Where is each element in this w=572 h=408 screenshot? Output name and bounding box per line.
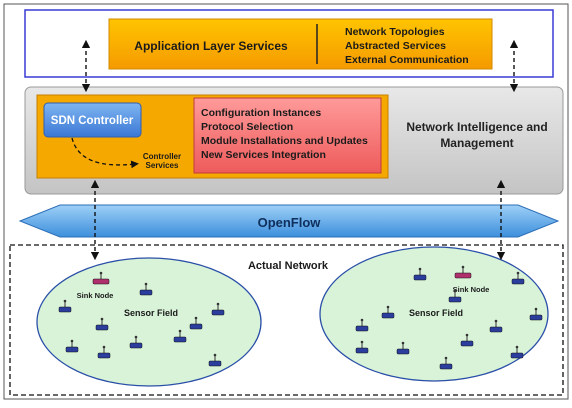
- controller-services-label-1: Controller: [143, 152, 181, 161]
- sensor-field-label-right: Sensor Field: [409, 308, 463, 318]
- sink-node-label-left: Sink Node: [77, 291, 114, 300]
- controller-functions-box: [193, 97, 382, 174]
- application-services-bar: [108, 18, 493, 70]
- controller-services-arrow: [71, 137, 139, 169]
- sensor-node-icon: [448, 289, 462, 303]
- sensor-field-right: [319, 246, 549, 382]
- controller-function-4: New Services Integration: [201, 149, 326, 161]
- sensor-node-icon: [510, 345, 524, 359]
- controller-function-2: Protocol Selection: [201, 121, 293, 133]
- application-item-3: External Communication: [345, 54, 469, 66]
- controller-function-1: Configuration Instances: [201, 107, 321, 119]
- sensor-node-icon: [396, 341, 410, 355]
- sensor-node-icon: [355, 318, 369, 332]
- openflow-label: OpenFlow: [258, 215, 322, 230]
- application-item-2: Abstracted Services: [345, 40, 446, 52]
- sensor-node-icon: [139, 282, 153, 296]
- sink-node-label-right: Sink Node: [453, 285, 490, 294]
- network-intelligence-line-1: Network Intelligence and: [406, 120, 547, 134]
- sdn-controller-label: SDN Controller: [51, 115, 134, 127]
- sensor-node-icon: [460, 333, 474, 347]
- network-intelligence-line-2: Management: [440, 136, 513, 150]
- sensor-node-icon: [97, 345, 111, 359]
- sensor-node-icon: [381, 305, 395, 319]
- application-item-1: Network Topologies: [345, 26, 445, 38]
- sensor-node-icon: [211, 302, 225, 316]
- sensor-node-icon: [189, 316, 203, 330]
- sensor-node-icon: [58, 299, 72, 313]
- actual-network-box: [9, 244, 564, 396]
- sensor-node-icon: [129, 335, 143, 349]
- sink-node-icon: [92, 271, 110, 285]
- sensor-field-left: [36, 257, 262, 387]
- sensor-node-icon: [439, 356, 453, 370]
- sensor-node-icon: [95, 317, 109, 331]
- sensor-node-icon: [413, 267, 427, 281]
- application-title: Application Layer Services: [134, 39, 288, 53]
- sensor-node-icon: [489, 319, 503, 333]
- sink-node-icon: [454, 265, 472, 279]
- openflow-band: [18, 204, 560, 238]
- controller-services-label-2: Services: [146, 161, 179, 170]
- sensor-node-icon: [173, 329, 187, 343]
- sensor-nodes: [58, 265, 543, 370]
- sensor-node-icon: [65, 339, 79, 353]
- sdn-controller-box: [43, 102, 142, 138]
- sensor-node-icon: [511, 271, 525, 285]
- sensor-field-label-left: Sensor Field: [124, 308, 178, 318]
- sensor-node-icon: [355, 340, 369, 354]
- sensor-node-icon: [529, 307, 543, 321]
- sensor-node-icon: [208, 353, 222, 367]
- controller-function-3: Module Installations and Updates: [201, 135, 368, 147]
- actual-network-title: Actual Network: [248, 260, 329, 272]
